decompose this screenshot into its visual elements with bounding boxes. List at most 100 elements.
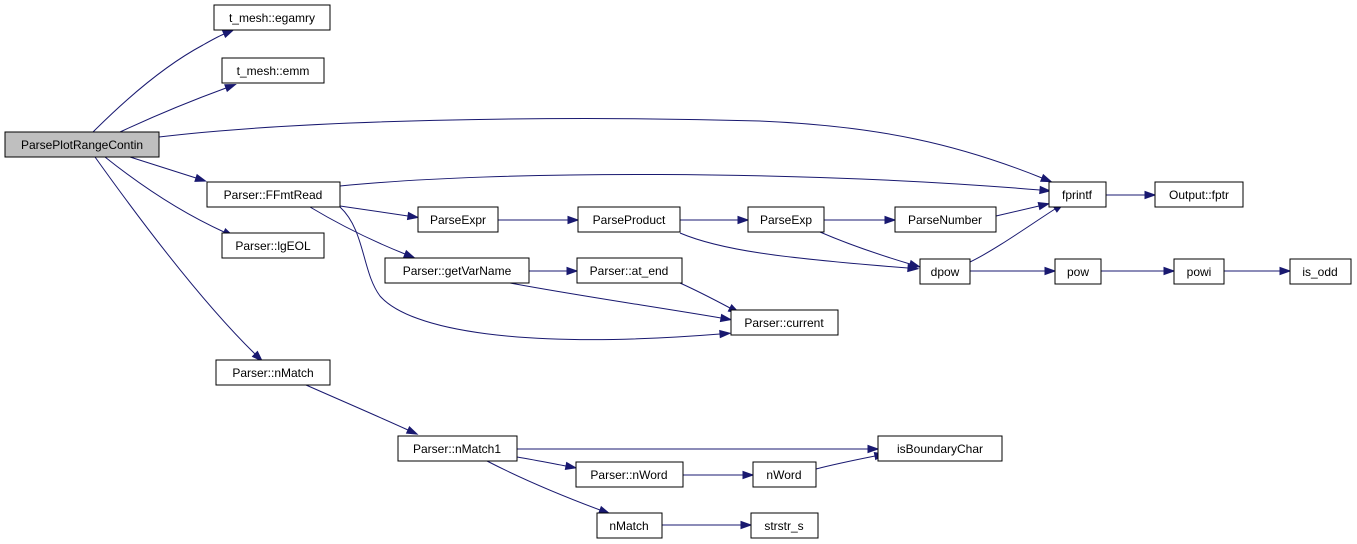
edge-parseplotrangecontin-to-t-mesh-emm (119, 84, 237, 133)
node-output-fptr[interactable]: Output::fptr (1154, 181, 1244, 208)
arrowhead (1163, 266, 1176, 276)
node-t-mesh-egamry[interactable]: t_mesh::egamry (213, 4, 331, 31)
node-label: powi (1187, 265, 1212, 279)
node-t-mesh-emm[interactable]: t_mesh::emm (221, 57, 325, 84)
edge-parseproduct-to-parseexp (680, 215, 750, 225)
arrowhead (221, 29, 235, 39)
node-nmatch[interactable]: nMatch (596, 512, 663, 539)
edge-parsenumber-to-fprintf (995, 202, 1051, 217)
node-label: Parser::nMatch (232, 366, 313, 380)
edge-parseproduct-to-dpow (679, 232, 920, 273)
edge-parseexpr-to-parseproduct (498, 215, 580, 225)
edge-dpow-to-pow (970, 266, 1057, 276)
node-label: fprintf (1062, 188, 1093, 202)
node-label: Parser::nWord (590, 468, 667, 482)
arrowhead (1044, 266, 1057, 276)
arrowhead (567, 215, 580, 225)
arrowhead (719, 329, 732, 339)
arrowhead (742, 470, 755, 480)
edge-pow-to-powi (1101, 266, 1176, 276)
node-powi[interactable]: powi (1173, 258, 1225, 285)
edge-nword-to-isboundarychar (815, 451, 887, 470)
node-isboundarychar[interactable]: isBoundaryChar (877, 435, 1003, 462)
node-label: nMatch (609, 519, 648, 533)
edge-parser-nword-to-nword (683, 470, 755, 480)
edge-parseplotrangecontin-to-parser-ffmtread (129, 156, 207, 182)
edge-parser-ffmtread-to-parser-getvarname (309, 206, 416, 259)
node-label: Parser::getVarName (403, 264, 512, 278)
node-parseexpr[interactable]: ParseExpr (417, 206, 499, 233)
edge-parseexp-to-parsenumber (824, 215, 897, 225)
node-label: isBoundaryChar (897, 442, 983, 456)
node-parser-current[interactable]: Parser::current (730, 309, 839, 336)
edge-parser-getvarname-to-parser-current (509, 282, 733, 323)
node-label: nWord (766, 468, 801, 482)
node-parser-ffmtread[interactable]: Parser::FFmtRead (206, 181, 341, 208)
edge-parseplotrangecontin-to-fprintf (158, 118, 1053, 183)
node-label: strstr_s (764, 519, 803, 533)
edge-parser-at-end-to-parser-current (679, 282, 741, 314)
call-edges (92, 29, 1292, 530)
node-parser-nmatch[interactable]: Parser::nMatch (215, 359, 331, 386)
edge-parseplotrangecontin-to-parser-nmatch (94, 156, 264, 363)
arrowhead (251, 350, 264, 363)
node-is-odd[interactable]: is_odd (1289, 258, 1352, 285)
arrowhead (884, 215, 897, 225)
node-label: Parser::lgEOL (235, 239, 311, 253)
call-nodes: ParsePlotRangeContin t_mesh::egamry t_me… (4, 4, 1352, 539)
node-parser-lgeol[interactable]: Parser::lgEOL (221, 232, 325, 259)
node-parseexp[interactable]: ParseExp (747, 206, 825, 233)
node-parser-at-end[interactable]: Parser::at_end (576, 257, 683, 284)
node-parser-getvarname[interactable]: Parser::getVarName (384, 257, 530, 284)
edge-parser-ffmtread-to-parseexpr (339, 205, 420, 221)
node-label: t_mesh::emm (237, 64, 310, 78)
node-parsenumber[interactable]: ParseNumber (894, 206, 997, 233)
node-label: Parser::at_end (590, 264, 669, 278)
arrowhead (566, 266, 579, 276)
node-parseproduct[interactable]: ParseProduct (577, 206, 681, 233)
arrowhead (740, 520, 753, 530)
edge-powi-to-is-odd (1224, 266, 1292, 276)
arrowhead (406, 211, 420, 221)
arrowhead (194, 173, 207, 182)
edge-parser-nmatch1-to-nmatch (486, 460, 611, 515)
edge-parser-ffmtread-to-fprintf (339, 173, 1052, 195)
node-parser-nmatch1[interactable]: Parser::nMatch1 (397, 435, 518, 462)
node-dpow[interactable]: dpow (919, 258, 971, 285)
edge-parseexp-to-dpow (819, 231, 922, 268)
edge-parser-nmatch1-to-isboundarychar (517, 444, 880, 454)
edge-parser-ffmtread-to-parser-current (339, 206, 732, 341)
edge-parseplotrangecontin-to-t-mesh-egamry (92, 29, 235, 133)
edge-parser-nmatch1-to-parser-nword (516, 456, 578, 471)
arrowhead (1037, 202, 1051, 211)
arrowhead (224, 84, 237, 93)
node-label: ParsePlotRangeContin (21, 138, 143, 152)
arrowhead (1039, 173, 1053, 183)
arrowhead (405, 425, 419, 435)
arrowhead (719, 313, 733, 323)
node-nword[interactable]: nWord (752, 461, 817, 488)
node-label: ParseNumber (908, 213, 982, 227)
arrowhead (402, 249, 416, 259)
node-fprintf[interactable]: fprintf (1048, 181, 1107, 208)
node-label: Parser::FFmtRead (224, 188, 323, 202)
arrowhead (737, 215, 750, 225)
node-label: Parser::nMatch1 (413, 442, 501, 456)
arrowhead (598, 505, 611, 515)
arrowhead (564, 461, 578, 471)
node-label: ParseProduct (593, 213, 666, 227)
arrowhead (908, 259, 922, 268)
arrowhead (1144, 190, 1157, 200)
arrowhead (867, 444, 880, 454)
node-parser-nword[interactable]: Parser::nWord (575, 461, 684, 488)
edge-fprintf-to-output-fptr (1106, 190, 1157, 200)
edge-parser-getvarname-to-parser-at-end (529, 266, 579, 276)
node-pow[interactable]: pow (1054, 258, 1102, 285)
arrowhead (1279, 266, 1292, 276)
node-strstr-s[interactable]: strstr_s (750, 512, 819, 539)
arrowhead (1039, 185, 1052, 195)
node-label: Output::fptr (1169, 188, 1229, 202)
node-parseplotrangecontin[interactable]: ParsePlotRangeContin (4, 131, 160, 158)
node-label: is_odd (1302, 265, 1337, 279)
